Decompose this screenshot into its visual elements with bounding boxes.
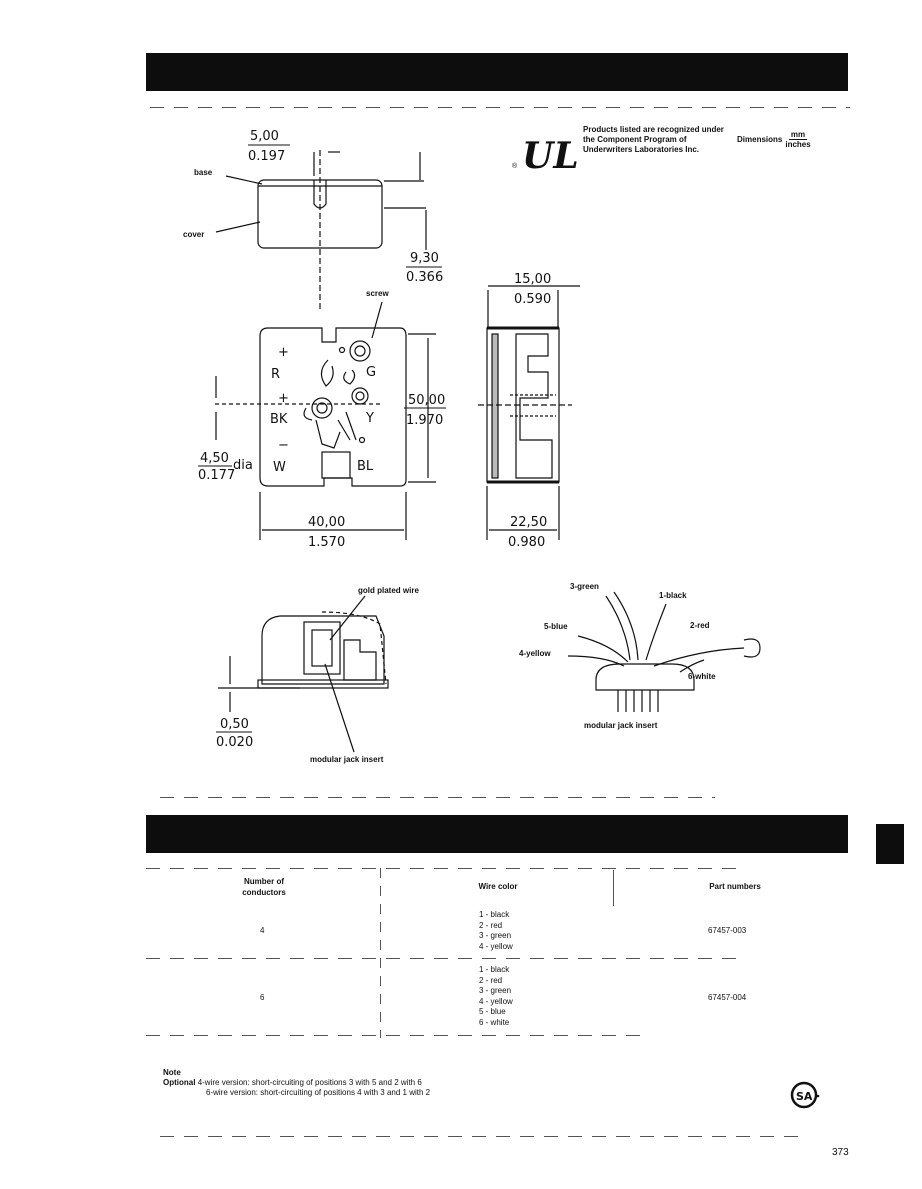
list-item: 3 - green: [479, 931, 512, 940]
header-number-of-conductors: Number of conductors: [242, 877, 286, 897]
terminal-r: R: [271, 367, 280, 382]
dim-9in: 0.366: [406, 270, 443, 285]
dim-5mm: 5,00: [250, 129, 279, 144]
table-bottom-border: [146, 1035, 646, 1036]
terminal-bl: BL: [357, 459, 374, 474]
dim-40mm: 40,00: [308, 515, 345, 530]
minus-mark: −: [278, 438, 289, 453]
dimensions-mm: mm: [788, 130, 808, 140]
row-1-part-number: 67457-003: [708, 926, 747, 935]
width-dimensions: [259, 486, 560, 540]
list-item: 5 - blue: [479, 1007, 506, 1016]
ul-logo-mark: UL: [522, 135, 579, 177]
row-2-conductors: 6: [260, 993, 265, 1002]
table-col-divider-1: [380, 868, 381, 1038]
dim-15mm: 15,00: [514, 272, 551, 287]
dim-4-dia: dia: [233, 458, 253, 473]
label-3-green: 3-green: [570, 582, 599, 591]
dim-0-5in: 0.020: [216, 735, 253, 750]
page-number: 373: [832, 1147, 849, 1158]
header-bar-mid: [146, 815, 848, 853]
divider: [160, 797, 715, 798]
dimensions-inches: inches: [785, 140, 811, 149]
label-5-blue: 5-blue: [544, 622, 568, 631]
header-part-numbers: Part numbers: [709, 882, 761, 891]
row-1-colors: 1 - black 2 - red 3 - green 4 - yellow: [479, 910, 513, 952]
dim-15in: 0.590: [514, 292, 551, 307]
section-tab: [876, 824, 904, 864]
header-bar-top: [146, 53, 848, 91]
label-4-yellow: 4-yellow: [519, 649, 551, 658]
dim-50mm: 50,00: [408, 393, 445, 408]
row-1-conductors: 4: [260, 926, 265, 935]
note-title: Note: [163, 1068, 181, 1077]
label-screw: screw: [366, 289, 389, 298]
divider: [160, 1136, 800, 1137]
registered-mark: ®: [512, 162, 518, 170]
note-line-1: 4-wire version: short-circuiting of posi…: [197, 1078, 422, 1087]
terminal-y: Y: [365, 411, 374, 426]
label-modular-jack-insert-right: modular jack insert: [584, 721, 658, 730]
list-item: 2 - red: [479, 975, 503, 985]
dim-4mm: 4,50: [200, 451, 229, 466]
label-cover: cover: [183, 230, 204, 239]
terminal-g: G: [366, 365, 376, 380]
jack-insert-view: [218, 595, 389, 753]
label-2-red: 2-red: [690, 621, 710, 630]
csa-logo-mark: SA: [796, 1090, 813, 1103]
list-item: 4 - yellow: [479, 996, 513, 1006]
row-2-part-number: 67457-004: [708, 993, 747, 1002]
dim-5in: 0.197: [248, 149, 285, 164]
divider: [150, 107, 850, 108]
list-item: 1 - black: [479, 965, 510, 974]
table-row-divider: [146, 958, 746, 959]
dimensions-units: mm inches: [785, 130, 810, 149]
table-top-border: [146, 868, 746, 869]
list-item: 3 - green: [479, 986, 512, 995]
list-item: 4 - yellow: [479, 941, 513, 951]
dim-40in: 1.570: [308, 535, 345, 550]
cover-side-view: [215, 150, 427, 310]
terminal-w: W: [273, 460, 286, 475]
list-item: 2 - red: [479, 920, 503, 930]
csa-logo: SA: [790, 1081, 820, 1109]
ul-note: Products listed are recognized under the…: [583, 125, 724, 154]
label-1-black: 1-black: [659, 591, 687, 600]
row-2-colors: 1 - black 2 - red 3 - green 4 - yellow 5…: [479, 965, 513, 1028]
dim-22mm: 22,50: [510, 515, 547, 530]
label-gold-plated-wire: gold plated wire: [358, 586, 419, 595]
header-wire-color: Wire color: [478, 882, 518, 891]
note-line-2: 6-wire version: short-circuiting of posi…: [206, 1088, 431, 1097]
list-item: 6 - white: [479, 1017, 510, 1027]
dim-9mm: 9,30: [410, 251, 439, 266]
note-optional: Optional: [163, 1078, 196, 1087]
label-6-white: 6-white: [688, 672, 716, 681]
side-view: [478, 285, 580, 484]
dim-22in: 0.980: [508, 535, 545, 550]
terminal-bk: BK: [270, 412, 288, 427]
table-col-divider-2: [613, 870, 614, 906]
label-modular-jack-insert-left: modular jack insert: [310, 755, 384, 764]
wire-bundle-view: [567, 591, 761, 712]
plus-mark-1: +: [278, 345, 289, 360]
dimensions-label: Dimensions: [737, 135, 783, 144]
dim-50in: 1.970: [406, 413, 443, 428]
label-base: base: [194, 168, 213, 177]
dim-4in: 0.177: [198, 468, 235, 483]
plus-mark-2: +: [278, 391, 289, 406]
front-view: [215, 301, 436, 487]
dim-0-5mm: 0,50: [220, 717, 249, 732]
note-block: Note Optional 4-wire version: short-circ…: [163, 1068, 430, 1098]
list-item: 1 - black: [479, 910, 510, 919]
dimensions-legend: Dimensions mm inches: [737, 130, 811, 149]
